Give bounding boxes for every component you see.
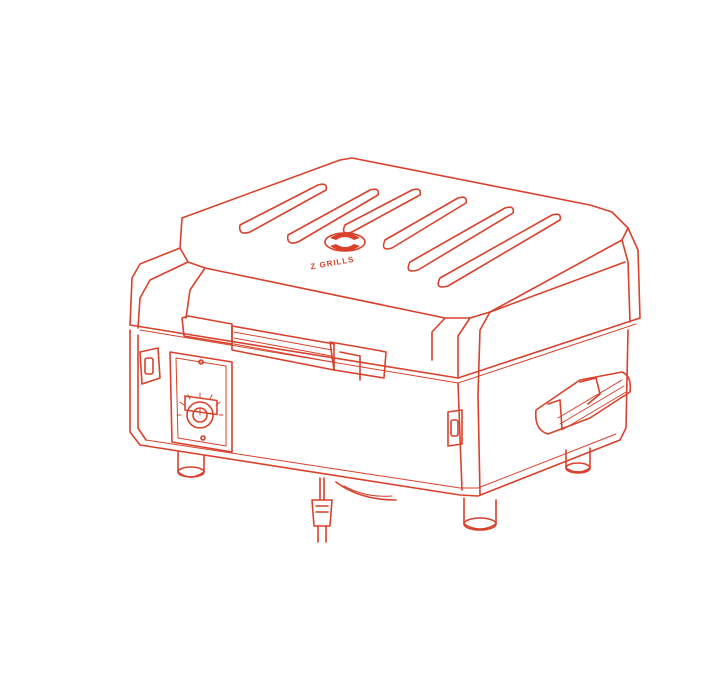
grill-lid <box>129 157 641 396</box>
control-panel <box>169 351 233 453</box>
power-cord <box>311 477 333 543</box>
logo-text: Z GRILLS <box>310 255 355 272</box>
grill-legs <box>177 447 591 531</box>
lid-logo: Z GRILLS <box>310 232 366 272</box>
side-handle <box>534 371 632 435</box>
grill-body <box>129 329 629 497</box>
lid-vents <box>238 183 562 288</box>
front-handle <box>181 315 387 381</box>
